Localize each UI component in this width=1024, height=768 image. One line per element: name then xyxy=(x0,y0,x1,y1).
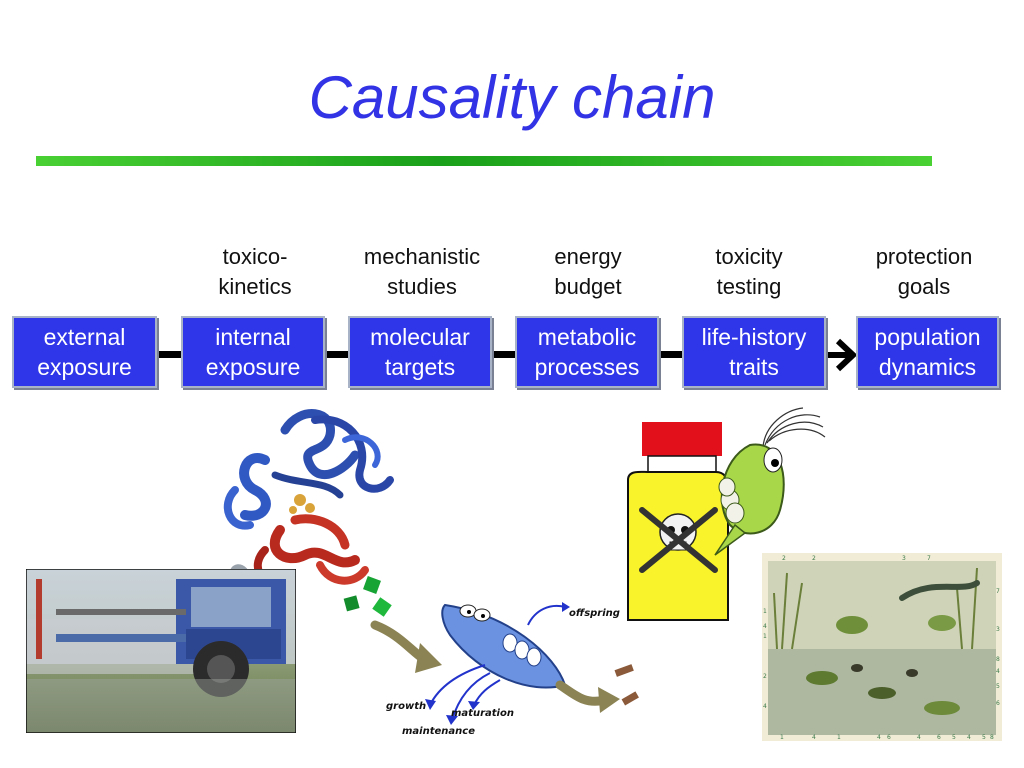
label-energy-budget: energy budget xyxy=(513,242,663,302)
box-line: molecular xyxy=(370,324,470,350)
box-line: traits xyxy=(729,354,779,380)
frame-number: 5 xyxy=(996,683,1000,690)
label-line: studies xyxy=(387,274,457,299)
label-growth: growth xyxy=(386,701,427,712)
box-line: dynamics xyxy=(878,354,977,380)
label-toxicity-testing: toxicity testing xyxy=(674,242,824,302)
frame-number: 1 xyxy=(837,734,841,741)
frame-number: 2 xyxy=(812,555,816,562)
frame-number: 1 xyxy=(780,734,784,741)
label-protection-goals: protection goals xyxy=(849,242,999,302)
frame-number: 4 xyxy=(877,734,881,741)
frame-number: 4 xyxy=(812,734,816,741)
box-line: exposure xyxy=(205,354,301,380)
box-line: processes xyxy=(534,354,640,380)
frame-number: 4 xyxy=(763,623,767,630)
box-line: targets xyxy=(384,354,456,380)
frame-number: 7 xyxy=(927,555,931,562)
pond-life-illustration: 2 2 3 7 1 4 1 4 6 4 6 5 4 5 8 1 4 1 2 4 … xyxy=(762,553,1002,741)
frame-number: 2 xyxy=(782,555,786,562)
label-line: testing xyxy=(716,274,782,299)
label-maintenance: maintenance xyxy=(402,726,475,737)
label-line: protection xyxy=(875,244,973,269)
label-mechanistic-studies: mechanistic studies xyxy=(347,242,497,302)
box-internal-exposure: internal exposure xyxy=(181,316,325,388)
label-line: toxico- xyxy=(222,244,288,269)
frame-number: 7 xyxy=(996,588,1000,595)
label-line: toxicity xyxy=(715,244,783,269)
frame-number: 2 xyxy=(763,673,767,680)
frame-number: 6 xyxy=(937,734,941,741)
box-line: metabolic xyxy=(537,324,637,350)
box-line: exposure xyxy=(37,354,132,380)
label-toxicokinetics: toxico- kinetics xyxy=(180,242,330,302)
frame-number: 1 xyxy=(763,633,767,640)
frame-number: 5 xyxy=(952,734,956,741)
label-line: mechanistic xyxy=(363,244,481,269)
box-metabolic-processes: metabolic processes xyxy=(515,316,659,388)
energy-budget-organism xyxy=(370,602,639,725)
connector xyxy=(327,351,348,358)
box-line: life-history xyxy=(701,324,807,350)
frame-number: 8 xyxy=(996,656,1000,663)
label-maturation: maturation xyxy=(451,708,514,719)
frame-number: 3 xyxy=(902,555,906,562)
box-life-history-traits: life-history traits xyxy=(682,316,826,388)
box-line: internal xyxy=(215,324,291,350)
frame-number: 5 xyxy=(982,734,986,741)
frame-number: 4 xyxy=(763,703,767,710)
tractor-spraying-photo xyxy=(26,569,296,733)
frame-number: 4 xyxy=(967,734,971,741)
box-molecular-targets: molecular targets xyxy=(348,316,492,388)
connector xyxy=(494,351,515,358)
connector xyxy=(159,351,181,358)
molecule-cubes-image xyxy=(343,576,392,617)
protein-structure-image xyxy=(223,409,394,593)
daphnia-cartoon xyxy=(714,407,826,556)
frame-number: 1 xyxy=(763,608,767,615)
frame-number: 4 xyxy=(917,734,921,741)
label-line: energy xyxy=(554,244,622,269)
label-line: budget xyxy=(554,274,622,299)
box-external-exposure: external exposure xyxy=(12,316,157,388)
frame-number: 6 xyxy=(887,734,891,741)
page-title: Causality chain xyxy=(308,64,716,131)
arrow-right-icon xyxy=(828,338,858,372)
box-line: external xyxy=(43,324,126,350)
label-line: goals xyxy=(897,274,951,299)
label-offspring: offspring xyxy=(569,608,620,619)
connector xyxy=(661,351,682,358)
box-line: population xyxy=(874,324,981,350)
frame-number: 4 xyxy=(996,668,1000,675)
frame-number: 6 xyxy=(996,700,1000,707)
frame-number: 8 xyxy=(990,734,994,741)
title-underline xyxy=(36,156,932,166)
poison-bottle-image xyxy=(627,422,729,621)
label-line: kinetics xyxy=(218,274,292,299)
frame-number: 3 xyxy=(996,626,1000,633)
box-population-dynamics: population dynamics xyxy=(856,316,999,388)
